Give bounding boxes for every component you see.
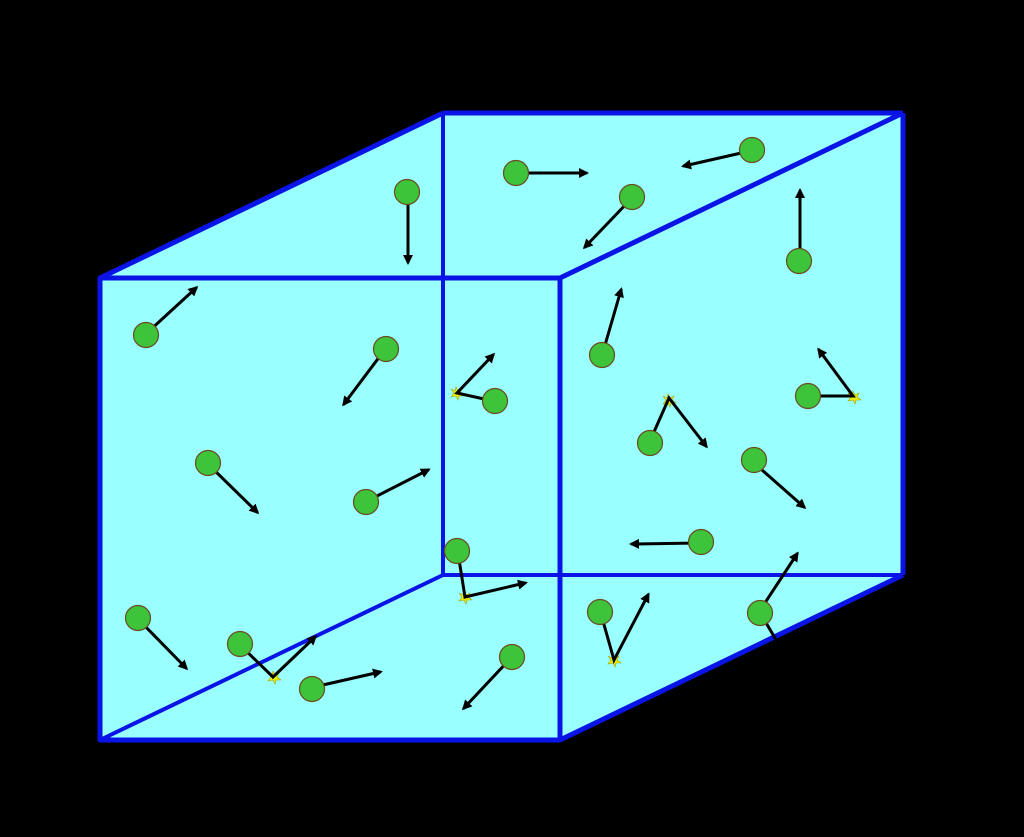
arrow-icon — [681, 149, 752, 170]
arrow-icon — [312, 668, 383, 689]
particle-icon — [746, 599, 774, 627]
particle-icon — [226, 630, 254, 658]
box-body — [100, 113, 903, 740]
particle-icon — [498, 643, 526, 671]
arrow-icon — [808, 347, 856, 398]
particle-icon — [687, 528, 715, 556]
particle-icon — [740, 446, 768, 474]
particle-icon — [298, 675, 326, 703]
arrow-icon — [629, 538, 701, 549]
particle-icon — [588, 341, 616, 369]
arrow-icon — [582, 198, 632, 250]
arrow-icon — [601, 287, 624, 354]
particle-icon — [124, 604, 152, 632]
box-visible-edges — [97, 110, 906, 743]
box-hidden-edges — [99, 113, 903, 742]
arrow-icon — [239, 634, 318, 680]
arrow-icon — [599, 592, 650, 665]
arrow-icon — [648, 395, 708, 449]
particle-icon — [636, 429, 664, 457]
edge-bottom-right-depth — [558, 572, 905, 743]
particle-icon — [618, 183, 646, 211]
arrow-icon — [461, 658, 511, 711]
particles — [124, 136, 822, 703]
particle-icon — [794, 382, 822, 410]
velocity-arrows — [137, 149, 856, 711]
particle-icon — [194, 449, 222, 477]
arrow-icon — [137, 618, 189, 671]
arrow-icon — [208, 464, 260, 515]
particle-icon — [372, 335, 400, 363]
arrow-icon — [367, 468, 431, 502]
particle-icon — [502, 159, 530, 187]
particle-icon — [352, 488, 380, 516]
particle-icon — [738, 136, 766, 164]
particle-icon — [393, 178, 421, 206]
particle-icon — [443, 537, 471, 565]
arrow-icon — [146, 285, 199, 334]
box-front-face — [97, 275, 563, 743]
arrow-icon — [454, 352, 496, 403]
arrow-icon — [342, 350, 385, 407]
particle-icon — [481, 387, 509, 415]
edge-top-right-depth — [558, 110, 905, 281]
particle-icon — [586, 598, 614, 626]
edge-back-depth — [99, 573, 444, 742]
particle-icon — [132, 321, 160, 349]
arrow-icon — [456, 551, 528, 599]
particle-icon — [785, 247, 813, 275]
edge-top-left-depth — [98, 110, 445, 281]
